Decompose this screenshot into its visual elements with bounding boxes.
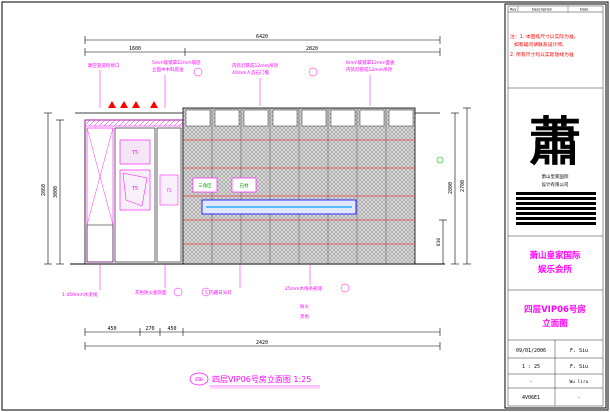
tb-company-bars [516,192,596,225]
tb-col-desc: Description [532,8,552,12]
panel-label-1: T5 [132,150,138,156]
svg-text:40mm人造石门檐: 40mm人造石门檐 [232,69,269,76]
upper-art-panel [119,139,151,165]
title-tag: 四B [195,377,203,383]
svg-text:黑色: 黑色 [300,313,309,320]
panel-label-2: T5 [132,186,138,192]
svg-text:立面中木料底油: 立面中木料底油 [152,66,184,73]
dim-bottom-3: 450 [167,326,176,332]
tb-company-1: 萧山皇家国际 [542,173,569,180]
dim-bottom-4: 2420 [256,340,268,346]
svg-text:6mm玻镜罩12mm面板: 6mm玻镜罩12mm面板 [346,59,395,66]
dim-left-1: 2860 [41,184,47,196]
sign-label-2: 石材 [240,182,249,189]
title-block [504,3,607,409]
tb-drawing-2: 立面图 [542,318,568,329]
dim-right-3: 810 [436,238,442,246]
svg-text:灰色防火板饰面: 灰色防火板饰面 [135,289,167,296]
level-marker [436,156,444,164]
dim-top-right: 2820 [306,46,318,52]
tb-col-date: Date [580,8,588,12]
tb-project-1: 萧山皇家国际 [529,250,581,261]
svg-text:25mm木线条刷漆: 25mm木线条刷漆 [285,285,322,292]
tb-drawn-by: F. Siu [570,348,588,354]
right-jamb-panel [156,127,182,263]
dim-top-total: 6420 [256,34,268,40]
drawing-title: 四层VIP06号房立面图 1:25 [212,374,311,384]
top-dimensions [84,36,441,56]
left-dimensions [44,112,64,265]
tb-date: 09/01/2006 [516,348,546,354]
tb-sheet-no: 4V06E1 [522,395,540,401]
svg-text:内装灯管成12mm吊顶: 内装灯管成12mm吊顶 [232,62,278,69]
dim-top-left: 1600 [129,46,141,52]
tb-note-3: 2. 所有尺寸均以实际放线为准 [510,51,574,58]
dim-bottom-2: 270 [145,326,154,332]
tb-dash-2: - [577,395,580,401]
tb-col-rev: Rev [510,8,517,12]
door-panel-left [86,127,114,263]
cornice [84,119,184,127]
tb-note-1: 注：1. 本图纸尺寸以实际为准， [510,33,578,40]
tb-note-2: 如有疑问请联系设计师。 [514,41,567,48]
top-window-band [185,109,414,127]
tb-approved: Wu liru [570,379,589,385]
sign-box-2 [231,177,257,193]
tb-drawing-1: 四层VIP06号房 [524,304,586,315]
svg-text:内装灯管成12mm吊顶: 内装灯管成12mm吊顶 [346,66,392,73]
svg-text:1:450mm水泥线: 1:450mm水泥线 [62,291,98,298]
tb-project-2: 娱乐会所 [538,264,573,275]
sign-box-1 [192,177,218,193]
panel-label-3: T5 [167,188,172,193]
svg-text:5 内藏日光灯: 5 内藏日光灯 [205,289,232,296]
title-tag-ellipse [189,372,209,386]
dim-bottom-1: 450 [107,326,116,332]
dim-right-2: 2700 [460,180,466,192]
sign-label-1: 三角区 [198,182,212,189]
tb-checked-by: F. Siu [570,364,588,370]
svg-text:踢空管道检修口: 踢空管道检修口 [88,62,120,69]
bottom-dimensions [84,328,441,350]
center-panel [114,127,156,263]
bottom-notes: 1:450mm水泥线 灰色防火板饰面 5 内藏日光灯 25mm木线条刷漆 防火 … [62,285,322,320]
tb-scale: 1 : 25 [522,364,540,370]
airflow-arrows [108,101,158,108]
note-leaders-top [99,67,371,108]
top-notes: 踢空管道检修口 5mm玻镜罩12mm玻底 立面中木料底油 内装灯管成12mm吊顶… [88,59,395,76]
dim-right-1: 2800 [448,182,454,194]
note-leaders-bottom [99,264,350,297]
tb-dash: - [529,379,532,385]
svg-text:5mm玻镜罩12mm玻底: 5mm玻镜罩12mm玻底 [152,59,201,66]
right-dimensions [439,107,471,265]
tb-logo: 蕭 [529,112,581,173]
svg-text:防火: 防火 [300,303,309,310]
dim-left-2: 3000 [53,186,59,198]
tb-company-2: 设计有限公司 [542,181,569,188]
